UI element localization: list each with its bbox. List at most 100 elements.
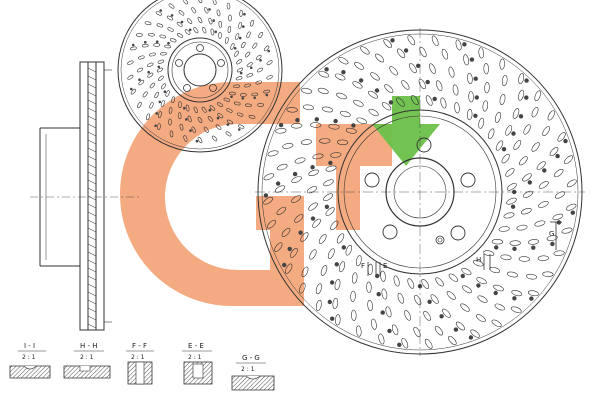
drill-hole [189, 129, 192, 132]
drill-slot [323, 179, 334, 187]
drill-slot [226, 2, 231, 10]
drill-hole [144, 40, 147, 44]
section-f-f-label: F - F [132, 342, 147, 350]
vane-line [87, 291, 97, 297]
drill-hole [403, 48, 409, 53]
drill-slot [407, 35, 416, 46]
drill-slot [263, 196, 274, 205]
vane-line [87, 307, 97, 313]
drill-slot [246, 62, 253, 68]
drill-hole [185, 118, 188, 121]
drill-slot [309, 249, 317, 260]
drill-slot [401, 337, 409, 349]
vane-line [87, 155, 97, 161]
drill-slot [460, 303, 470, 312]
drill-hole [524, 78, 529, 83]
main-disc-view: F E H G [255, 28, 585, 356]
drill-slot [160, 51, 167, 56]
drill-hole [155, 40, 159, 43]
drill-slot [345, 244, 353, 256]
drill-hole [512, 246, 517, 251]
section-detail-g-g: G - G 2 : 1 [231, 354, 275, 391]
drill-slot [513, 140, 522, 150]
drill-slot [385, 306, 392, 318]
drill-slot [168, 118, 172, 126]
drill-slot [547, 110, 555, 121]
drill-slot [554, 191, 566, 199]
drill-slot [323, 193, 334, 202]
drill-hole [324, 204, 330, 209]
drill-slot [476, 314, 486, 322]
drill-slot [171, 96, 176, 104]
drill-hole [330, 316, 335, 321]
drill-slot [161, 83, 166, 90]
drill-hole [390, 38, 395, 43]
drill-slot [378, 333, 385, 345]
drill-slot [452, 84, 459, 96]
drill-hole [183, 106, 186, 110]
drill-slot [336, 92, 347, 100]
drill-slot [127, 60, 134, 65]
drill-slot [353, 99, 364, 107]
drill-hole [242, 25, 245, 28]
drill-slot [381, 288, 388, 300]
drill-slot [236, 112, 244, 117]
drill-slot [375, 53, 385, 63]
drill-slot [518, 73, 525, 85]
drill-slot [356, 325, 362, 337]
drill-slot [300, 139, 313, 145]
drill-hole [556, 220, 562, 225]
drill-slot [266, 220, 277, 229]
drill-slot [501, 153, 510, 164]
drill-slot [183, 135, 188, 142]
drill-slot [476, 277, 487, 285]
vane-line [87, 275, 97, 281]
drill-slot [516, 224, 528, 231]
drill-slot [355, 255, 362, 267]
drill-hole [131, 43, 135, 47]
vane-line [87, 147, 97, 153]
drill-slot [275, 128, 287, 134]
drill-slot [430, 294, 439, 304]
drill-slot [520, 208, 532, 215]
drill-slot [505, 168, 515, 177]
drill-hole [267, 49, 271, 53]
drill-slot [226, 108, 233, 113]
drill-slot [208, 17, 213, 25]
drill-slot [354, 62, 364, 70]
vane-line [87, 139, 97, 145]
drill-slot [506, 271, 519, 278]
drill-slot [561, 227, 573, 234]
vane-line [87, 99, 97, 105]
drill-slot [158, 75, 164, 81]
drill-hole [501, 147, 507, 152]
drill-slot [209, 105, 216, 111]
drill-slot [409, 63, 417, 74]
drill-hole [453, 327, 459, 332]
drill-slot [176, 21, 183, 27]
drill-slot [380, 270, 386, 282]
drill-slot [177, 112, 182, 120]
drill-slot [130, 46, 137, 51]
drill-slot [164, 44, 171, 49]
vane-line [87, 171, 97, 177]
drill-slot [225, 131, 232, 137]
drill-slot [255, 54, 262, 61]
drill-slot [368, 108, 379, 117]
drill-slot [186, 18, 193, 24]
drill-slot [419, 46, 427, 58]
drill-hole [341, 70, 346, 75]
drill-slot [434, 325, 443, 336]
drill-slot [149, 82, 156, 89]
drill-hole [432, 96, 437, 102]
drill-slot [534, 220, 546, 227]
drill-slot [136, 67, 144, 73]
drill-slot [391, 324, 399, 336]
drill-slot [263, 45, 270, 52]
drill-slot [204, 7, 209, 14]
section-detail-e-e: E - E 2 : 1 [182, 342, 213, 385]
drill-slot [332, 297, 339, 310]
drill-slot [566, 179, 577, 188]
drill-hole [473, 113, 478, 119]
